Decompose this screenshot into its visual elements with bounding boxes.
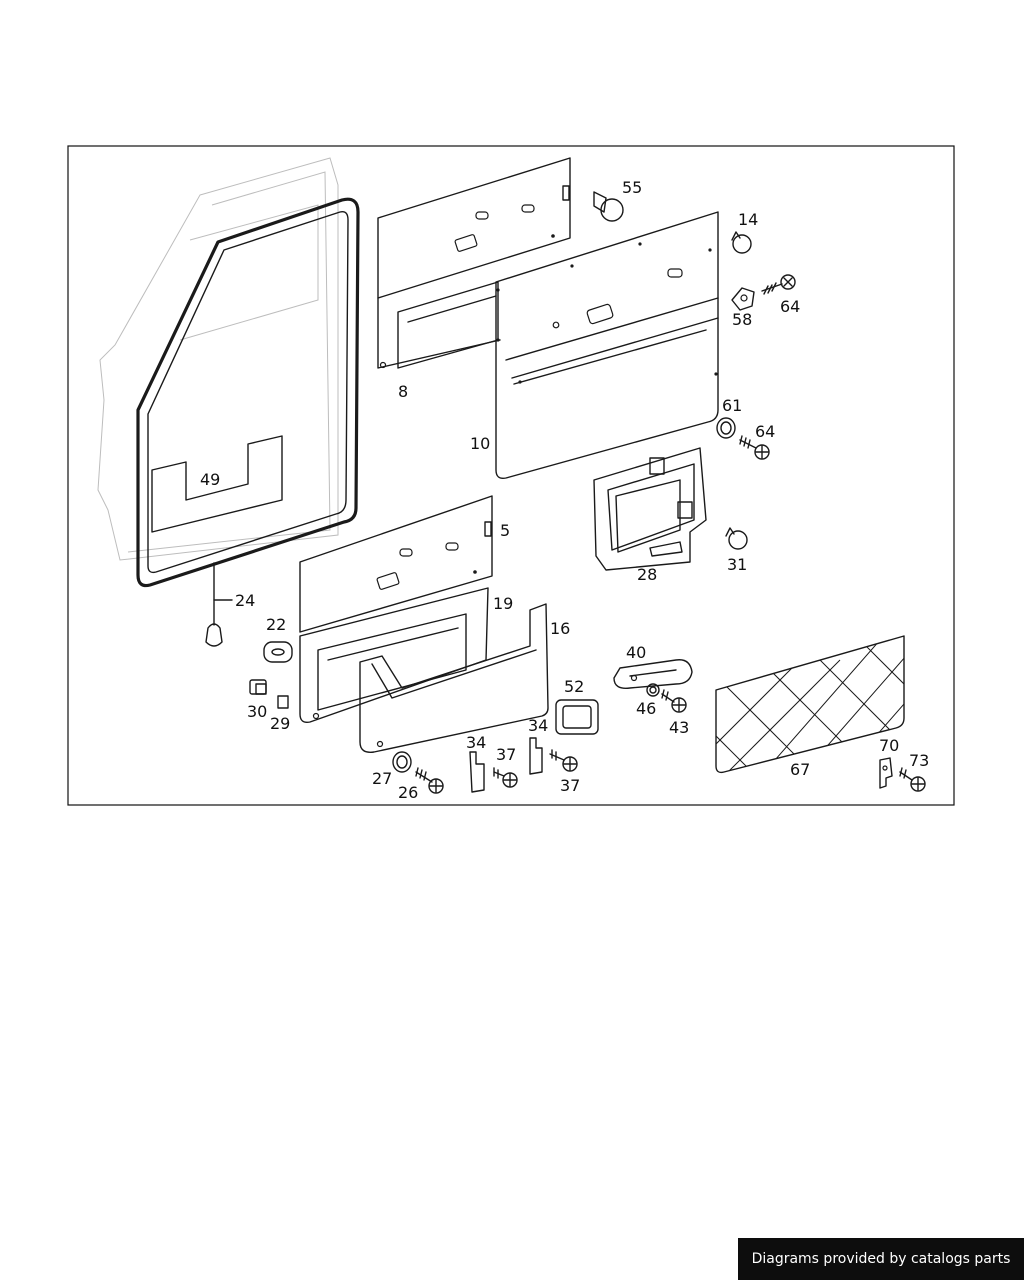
bracket-34-left xyxy=(469,751,485,793)
label-part-28: 28 xyxy=(637,565,657,584)
grommet-22 xyxy=(263,641,293,663)
label-part-14: 14 xyxy=(738,210,758,229)
label-part-43: 43 xyxy=(669,718,689,737)
label-part-55: 55 xyxy=(622,178,642,197)
quilted-panel-67 xyxy=(715,635,905,774)
diagram-frame xyxy=(67,145,955,806)
label-part-24: 24 xyxy=(235,591,255,610)
label-part-8: 8 xyxy=(398,382,408,401)
clip-70 xyxy=(879,757,893,789)
screw-37-right xyxy=(549,749,578,772)
label-part-70: 70 xyxy=(879,736,899,755)
washer-46 xyxy=(646,683,660,697)
label-part-46: 46 xyxy=(636,699,656,718)
label-part-34-left: 34 xyxy=(466,733,486,752)
label-part-37-left: 37 xyxy=(496,745,516,764)
label-part-64-upper: 64 xyxy=(780,297,800,316)
label-part-73: 73 xyxy=(909,751,929,770)
label-part-64-lower: 64 xyxy=(755,422,775,441)
label-part-67: 67 xyxy=(790,760,810,779)
screw-64-lower xyxy=(739,435,770,460)
screw-37-left xyxy=(493,767,518,788)
screw-64-upper xyxy=(761,274,796,295)
frame-52 xyxy=(555,699,599,735)
label-part-16: 16 xyxy=(550,619,570,638)
screw-26 xyxy=(415,767,444,794)
bracket-34-right xyxy=(529,737,543,775)
label-part-19: 19 xyxy=(493,594,513,613)
door-shell-outline xyxy=(97,157,339,561)
map-pocket-16 xyxy=(359,603,549,753)
label-part-34-right: 34 xyxy=(528,716,548,735)
trim-panel-5 xyxy=(299,495,493,633)
label-part-26: 26 xyxy=(398,783,418,802)
label-part-31: 31 xyxy=(727,555,747,574)
label-part-58: 58 xyxy=(732,310,752,329)
label-part-29: 29 xyxy=(270,714,290,733)
clip-30 xyxy=(249,679,267,695)
upper-trim-panel-8 xyxy=(377,157,571,369)
door-seal-frame xyxy=(136,197,360,588)
plug-31 xyxy=(725,527,748,550)
label-part-49: 49 xyxy=(200,470,220,489)
label-part-5: 5 xyxy=(500,521,510,540)
pocket-trim-19 xyxy=(299,587,489,724)
nut-58 xyxy=(731,287,755,311)
label-part-61: 61 xyxy=(722,396,742,415)
door-panel-10 xyxy=(495,211,719,480)
screw-43 xyxy=(661,689,687,713)
screw-73 xyxy=(899,767,926,792)
credit-banner: Diagrams provided by catalogs parts xyxy=(738,1238,1024,1280)
label-part-10: 10 xyxy=(470,434,490,453)
push-clip-55 xyxy=(593,191,624,222)
clip-24 xyxy=(205,562,233,647)
grommet-14 xyxy=(731,231,752,254)
label-part-40: 40 xyxy=(626,643,646,662)
washer-27 xyxy=(392,751,412,773)
clip-29 xyxy=(277,695,289,709)
label-part-30: 30 xyxy=(247,702,267,721)
label-part-52: 52 xyxy=(564,677,584,696)
pull-handle-40 xyxy=(613,659,693,689)
washer-61 xyxy=(716,417,736,439)
label-part-22: 22 xyxy=(266,615,286,634)
label-part-27: 27 xyxy=(372,769,392,788)
label-part-37-right: 37 xyxy=(560,776,580,795)
armrest-box-28 xyxy=(593,447,707,571)
